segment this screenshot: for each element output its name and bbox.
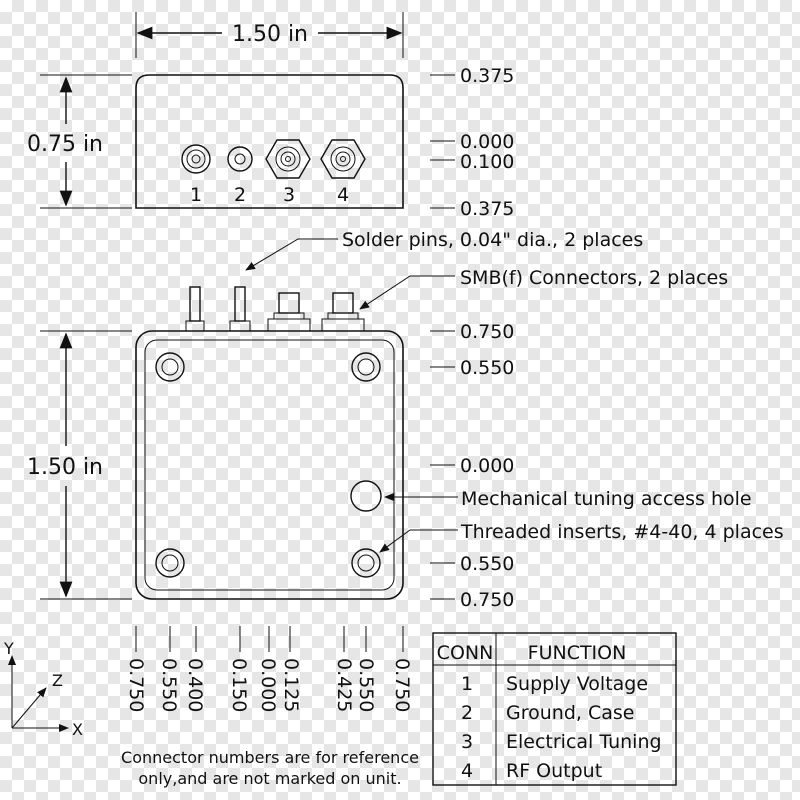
front-view-inner-outline [144,339,395,591]
threaded-insert-top-left [155,352,185,382]
smb-connector-3 [267,292,311,332]
threaded-insert-top-right [351,352,381,382]
table-row-2-function: Ground, Case [506,702,634,724]
connector-number-3: 3 [283,184,295,206]
bottom-ref-0750-left: 0.750 [125,658,147,712]
axes-triad: Y Z X [3,639,83,739]
bottom-ref-0000: 0.000 [257,658,279,712]
smb-connector-4 [321,292,365,332]
callout-threaded-inserts: Threaded inserts, #4-40, 4 places [460,521,784,543]
front-ref-0000: 0.000 [460,455,514,477]
table-row-1-conn: 1 [461,673,473,695]
connector-number-1: 1 [190,184,202,206]
table-row-3-conn: 3 [461,731,473,753]
axis-z-label: Z [52,671,63,690]
table-row-2-conn: 2 [461,702,473,724]
front-ref-0750-bottom: 0.750 [460,589,514,611]
footnote-line-2: only,and are not marked on unit. [138,769,401,788]
bottom-ref-0425: 0.425 [333,658,355,712]
bottom-ref-0750-right: 0.750 [391,658,413,712]
axis-y-label: Y [3,639,14,658]
callout-tuning-hole: Mechanical tuning access hole [461,488,752,510]
bottom-ref-0125: 0.125 [280,658,302,712]
front-view: 1.50 in 0.750 0.550 0.000 0.550 0.750 0.… [27,286,514,712]
table-row-3-function: Electrical Tuning [506,731,662,753]
footnote: Connector numbers are for reference only… [121,748,419,788]
table-row-4-conn: 4 [461,760,473,782]
callouts: Solder pins, 0.04" dia., 2 places SMB(f)… [245,229,784,553]
front-height-label: 1.50 in [27,455,103,480]
bottom-ref-0550-left: 0.550 [158,658,180,712]
connector-1-top [181,144,211,174]
top-ref-0000: 0.000 [460,131,514,153]
bottom-ref-0150: 0.150 [228,658,250,712]
table-row-4-function: RF Output [506,760,602,782]
top-width-label: 1.50 in [232,22,308,47]
table-header-function: FUNCTION [528,642,627,664]
bottom-ref-0400: 0.400 [184,658,206,712]
solder-pin-2 [229,286,251,332]
top-view-outline [135,74,404,209]
connector-number-4: 4 [337,184,349,206]
footnote-line-1: Connector numbers are for reference [121,748,419,767]
front-ref-0550-top: 0.550 [460,357,514,379]
top-ref-0375-upper: 0.375 [460,65,514,87]
threaded-insert-bottom-left [155,548,185,578]
connector-number-2: 2 [234,184,246,206]
connector-function-table: CONN FUNCTION 1 Supply Voltage 2 Ground,… [432,632,677,786]
solder-pin-1 [185,286,205,332]
connector-3-top [265,139,311,179]
threaded-insert-bottom-right [351,548,381,578]
connector-4-top [320,139,366,179]
top-height-label: 0.75 in [27,132,103,157]
front-ref-0550-bottom: 0.550 [460,553,514,575]
top-view: 1.50 in 0.75 in 1 [27,12,514,220]
table-row-1-function: Supply Voltage [506,673,648,695]
callout-smb-connectors: SMB(f) Connectors, 2 places [460,267,728,289]
table-header-conn: CONN [437,642,494,664]
axis-x-label: X [72,720,83,739]
connector-2-top [227,146,253,172]
top-ref-0375-lower: 0.375 [460,198,514,220]
bottom-ref-0550-right: 0.550 [355,658,377,712]
front-view-outer-outline [135,330,404,600]
tuning-access-hole [350,480,382,512]
front-ref-0750-top: 0.750 [460,321,514,343]
top-ref-0100: 0.100 [460,151,514,173]
callout-solder-pins: Solder pins, 0.04" dia., 2 places [342,229,643,251]
